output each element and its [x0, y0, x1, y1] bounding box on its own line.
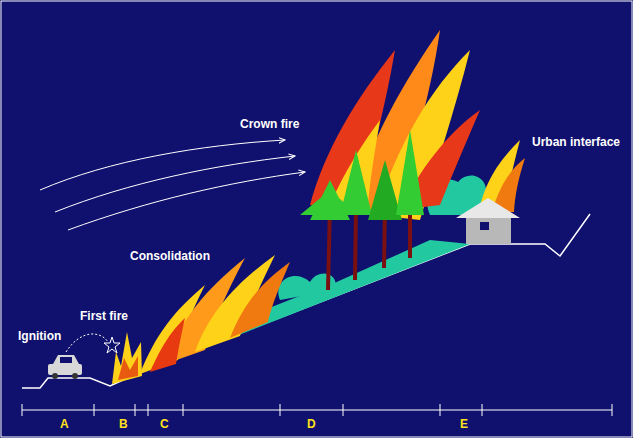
- stage-label: First fire: [80, 310, 128, 323]
- ember-path: [66, 334, 108, 352]
- stage-letter: A: [60, 418, 69, 431]
- stage-label: Urban interface: [532, 136, 620, 149]
- stage-label: Consolidation: [130, 250, 210, 263]
- terrain-line: [22, 214, 590, 388]
- stage-label: Crown fire: [240, 118, 299, 131]
- stage-scale: [22, 404, 612, 416]
- stage-letter: C: [160, 418, 169, 431]
- trees: [300, 130, 424, 290]
- car: [48, 355, 82, 379]
- ember-star: [104, 337, 120, 353]
- stage-letter: E: [460, 418, 468, 431]
- stage-letter: B: [119, 418, 128, 431]
- wind-lines: [40, 140, 305, 230]
- consolidation-fire: [140, 255, 290, 374]
- first-fire: [112, 332, 142, 384]
- stage-label: Ignition: [18, 330, 61, 343]
- house: [456, 140, 525, 244]
- stage-letter: D: [307, 418, 316, 431]
